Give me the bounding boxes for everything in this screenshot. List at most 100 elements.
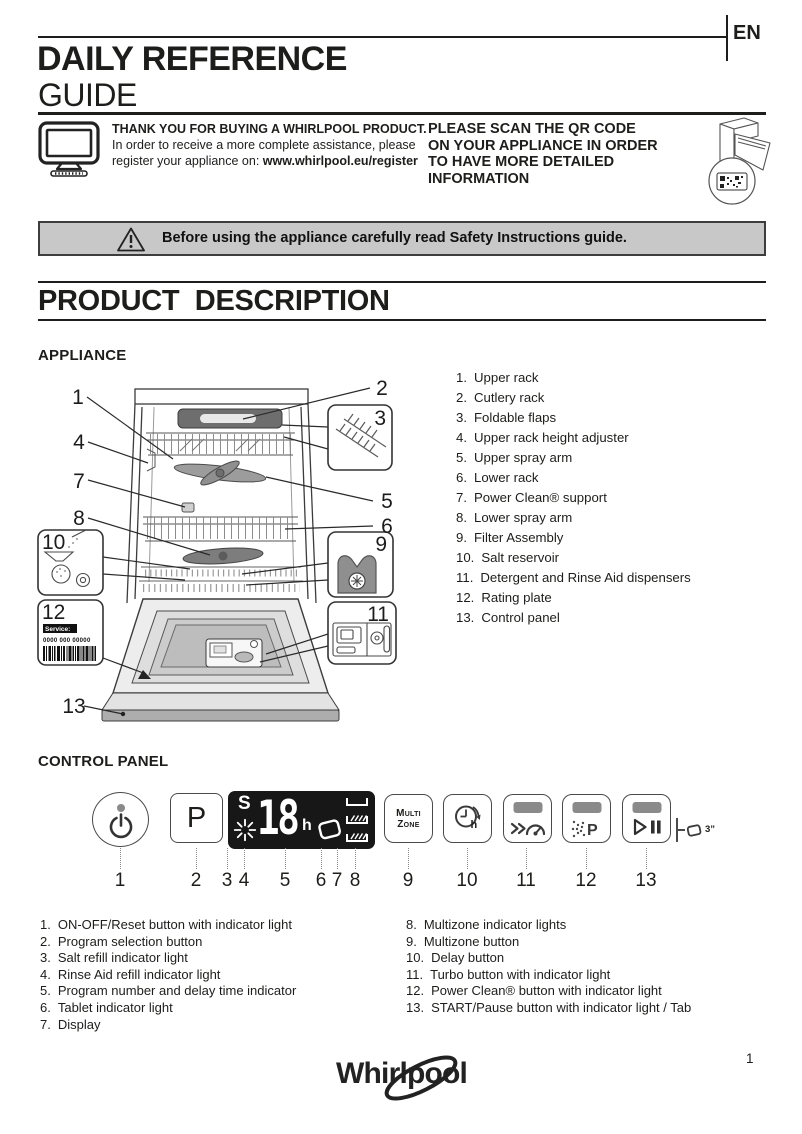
tab-hold-time: 3” <box>705 824 716 835</box>
monitor-icon <box>38 121 104 184</box>
register-url: www.whirlpool.eu/register <box>262 154 418 168</box>
legend-item: 6.Tablet indicator light <box>40 999 173 1015</box>
register-line1: In order to receive a more complete assi… <box>112 138 416 152</box>
callout-12: 12 <box>42 601 65 624</box>
barcode <box>43 646 96 661</box>
dishwasher-qr-icon <box>702 112 782 213</box>
legend-item: 10.Delay button <box>406 950 505 966</box>
cp-callout-10: 10 <box>456 870 478 891</box>
legend-item: 7.Display <box>40 1016 101 1032</box>
rinse-aid-indicator-icon <box>232 817 258 848</box>
rating-plate-service-label: Service: <box>45 626 70 633</box>
tablet-indicator-icon <box>314 814 344 849</box>
callout-13: 13 <box>62 695 85 718</box>
delay-button: h <box>443 794 492 843</box>
legend-item: 13.START/Pause button with indicator lig… <box>406 999 692 1015</box>
list-item: 7.Power Clean® support <box>456 490 607 505</box>
lower-rack <box>143 516 298 542</box>
control-panel-heading: CONTROL PANEL <box>38 753 169 770</box>
detergent-dispenser <box>205 638 263 668</box>
list-item: 5.Upper spray arm <box>456 450 573 465</box>
qr-line3: TO HAVE MORE DETAILED <box>428 154 615 170</box>
height-adjuster <box>146 448 156 472</box>
legend-item: 5.Program number and delay time indicato… <box>40 983 297 999</box>
header-bottom-rule <box>38 112 766 115</box>
leader-line <box>120 848 121 869</box>
legend-right-column: 8.Multizone indicator lights 9.Multizone… <box>406 917 796 1017</box>
loaded-rack-icon <box>346 833 368 842</box>
tab-tablet-icon <box>686 824 702 837</box>
tab-hold-symbol: 3” <box>676 818 726 844</box>
control-panel-row: P S 18 h <box>0 782 802 917</box>
leader-line <box>355 848 356 869</box>
salt-indicator: S <box>238 793 251 814</box>
play-pause-icon <box>632 818 662 841</box>
delay-clock-icon: h <box>451 799 485 838</box>
power-indicator-light <box>117 804 125 812</box>
list-item: 1.Upper rack <box>456 370 539 385</box>
register-line2-prefix: register your appliance on: <box>112 154 263 168</box>
hours-suffix: h <box>302 817 312 834</box>
callout-8: 8 <box>73 507 85 530</box>
doc-title-line1: DAILY REFERENCE <box>37 40 347 78</box>
legend-item: 11.Turbo button with indicator light <box>406 966 611 982</box>
appliance-heading: APPLIANCE <box>38 347 127 364</box>
powerclean-icon: P <box>571 818 603 845</box>
legend-item: 4.Rinse Aid refill indicator light <box>40 966 221 982</box>
doc-title-line2: GUIDE <box>38 77 137 113</box>
start-pause-button <box>622 794 671 843</box>
cp-callout-13: 13 <box>635 870 657 891</box>
page-number: 1 <box>746 1051 754 1066</box>
program-delay-digits: 18 <box>257 791 300 846</box>
cp-callout-4: 4 <box>238 870 250 891</box>
cp-callout-1: 1 <box>114 870 126 891</box>
leader-line <box>646 848 647 869</box>
leader-line <box>467 848 468 869</box>
on-off-button <box>92 792 149 847</box>
inset-dispenser <box>327 601 397 665</box>
loaded-rack-icon <box>346 815 368 824</box>
inset-foldable-flaps <box>327 404 393 471</box>
list-item: 2.Cutlery rack <box>456 390 545 405</box>
header-top-rule <box>38 36 726 38</box>
list-item: 9.Filter Assembly <box>456 530 564 545</box>
qr-line4: INFORMATION <box>428 170 530 187</box>
rating-plate-code: 0000 000 00000 <box>43 638 91 644</box>
whirlpool-logo: Whirlpool <box>336 1053 496 1105</box>
salt-reservoir-art <box>43 529 91 588</box>
list-item: 8.Lower spray arm <box>456 510 573 525</box>
multizone-indicator-lights <box>344 794 370 846</box>
leader-line <box>408 848 409 869</box>
qr-line2: ON YOUR APPLIANCE IN ORDER <box>428 137 658 154</box>
register-title: THANK YOU FOR BUYING A WHIRLPOOL PRODUCT… <box>112 122 427 136</box>
turbo-indicator-light <box>513 802 542 813</box>
base-plinth <box>101 692 340 722</box>
leader-lines <box>83 387 374 715</box>
cp-callout-3: 3 <box>221 870 233 891</box>
leader-line <box>321 848 322 869</box>
leader-line <box>586 848 587 869</box>
legend-left-column: 1.ON-OFF/Reset button with indicator lig… <box>40 917 400 1033</box>
legend-item: 3.Salt refill indicator light <box>40 950 188 966</box>
qr-line1: PLEASE SCAN THE QR CODE <box>428 121 636 137</box>
lower-spray-arm <box>182 547 264 565</box>
list-item: 3.Foldable flaps <box>456 410 557 425</box>
appliance-diagram: Service: 0000 000 00000 <box>30 367 450 735</box>
legend-item: 2.Program selection button <box>40 933 203 949</box>
legend-item: 8.Multizone indicator lights <box>406 917 567 932</box>
cp-callout-9: 9 <box>402 870 414 891</box>
pd-bottom-rule <box>38 319 766 321</box>
cp-callout-2: 2 <box>190 870 202 891</box>
cp-callout-6: 6 <box>315 870 327 891</box>
callout-10: 10 <box>42 531 65 554</box>
rating-plate-art: Service: 0000 000 00000 <box>43 624 96 661</box>
pd-top-rule <box>38 281 766 283</box>
callout-2: 2 <box>376 377 388 400</box>
cp-callout-8: 8 <box>349 870 361 891</box>
leader-line <box>526 848 527 869</box>
cp-callout-7: 7 <box>331 870 343 891</box>
appliance-parts-list: 1.Upper rack 2.Cutlery rack 3.Foldable f… <box>456 369 802 629</box>
dishwasher-cabinet <box>126 388 317 604</box>
